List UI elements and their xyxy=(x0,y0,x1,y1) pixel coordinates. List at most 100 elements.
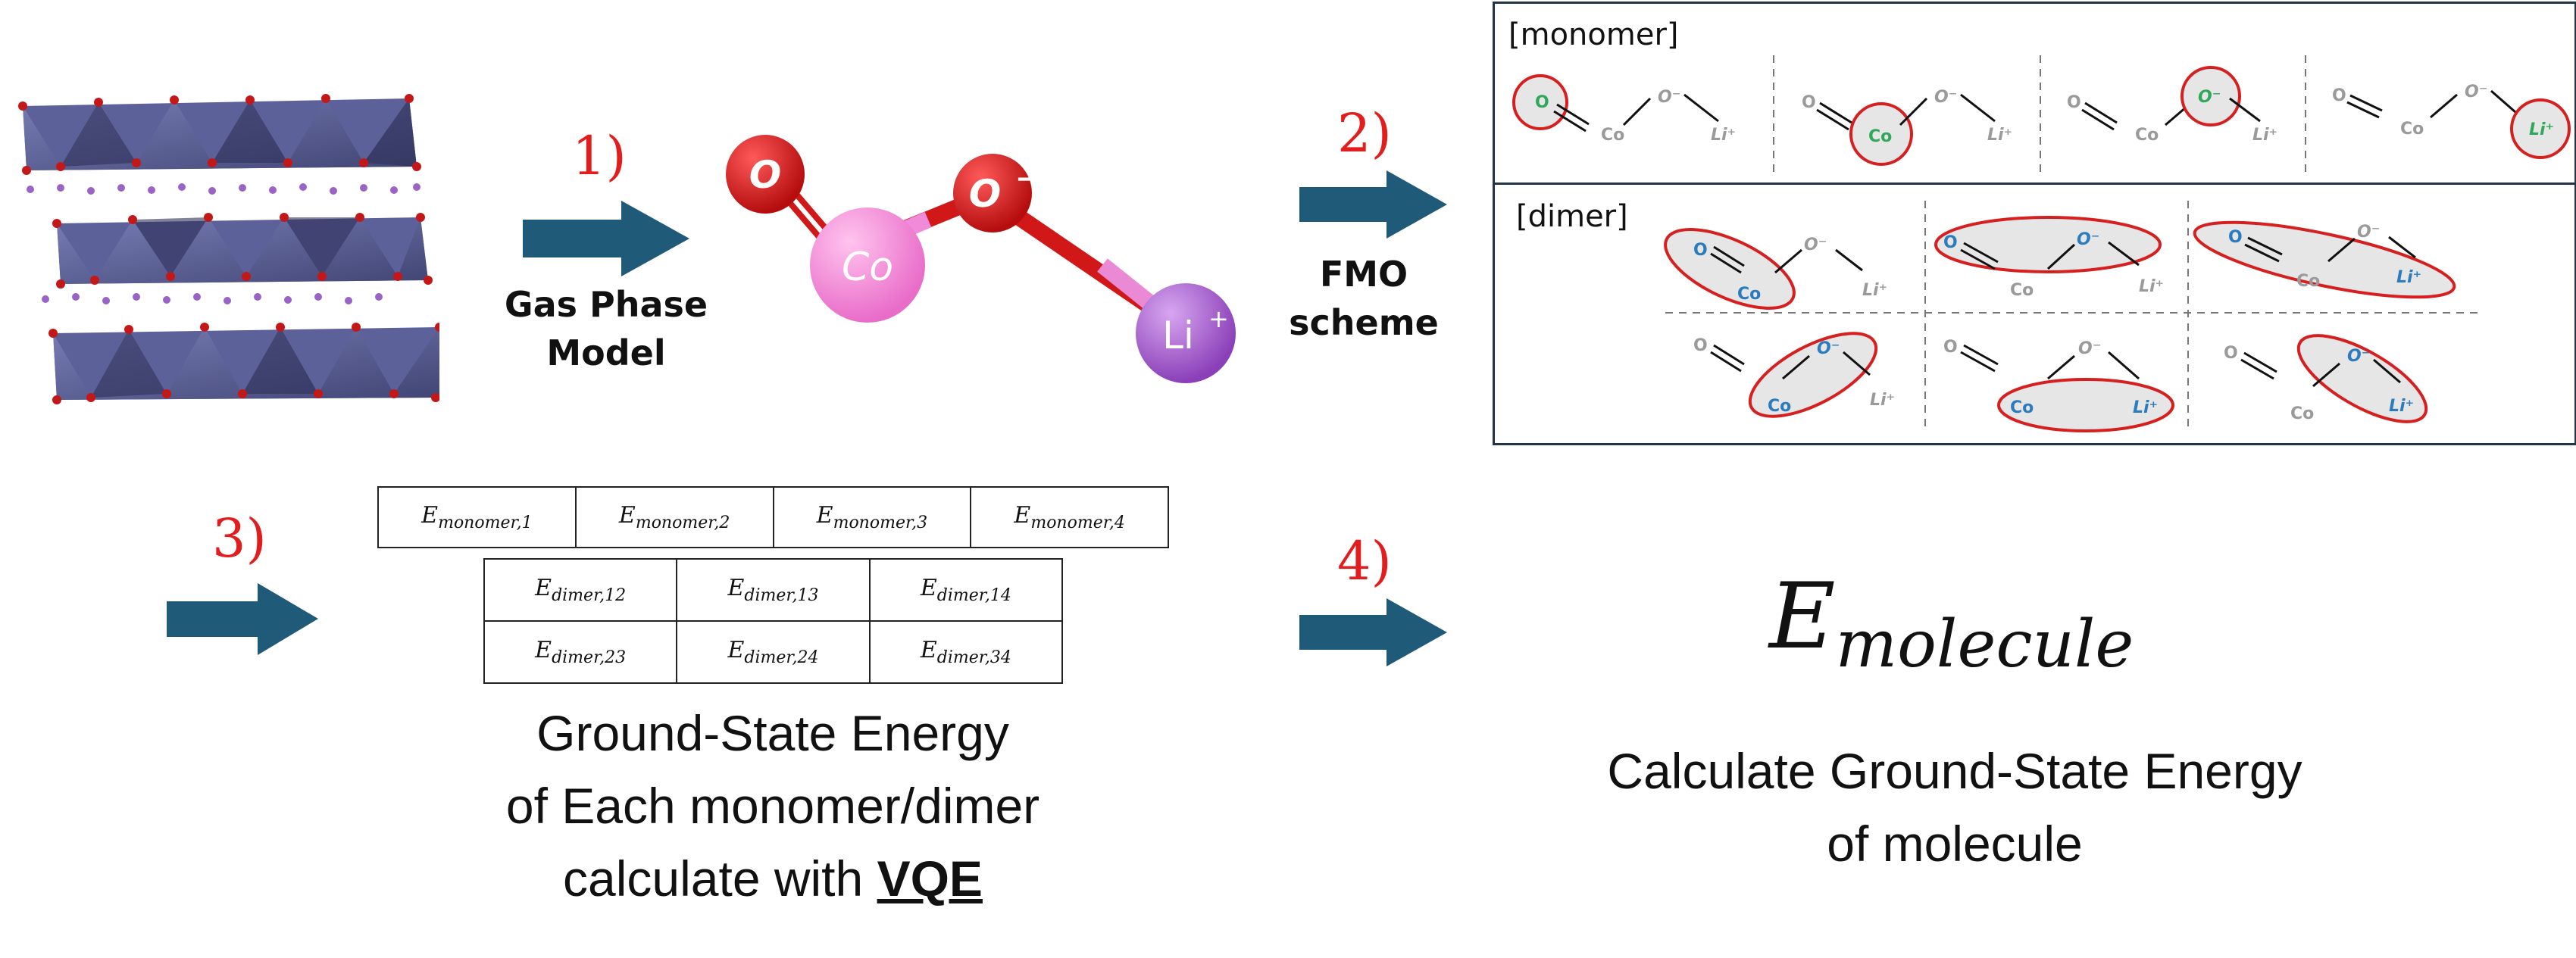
cobalt-atom xyxy=(810,208,925,323)
atom-o-label: O xyxy=(749,153,782,197)
dimer-fragments: O Co O⁻ Li⁺ O Co O⁻ Li⁺ xyxy=(1664,201,2480,432)
svg-text:O⁻: O⁻ xyxy=(1817,339,1840,358)
fmo-line2: scheme xyxy=(1289,302,1439,343)
ground-state-line1: Ground-State Energy xyxy=(536,705,1009,761)
dimer-24: O Co O⁻ Li⁺ xyxy=(1943,338,2174,432)
fmo-line1: FMO xyxy=(1319,254,1408,295)
energy-dimer-12: Edimer,12 xyxy=(483,558,678,622)
ground-state-description: Ground-State Energy of Each monomer/dime… xyxy=(424,697,1121,915)
energy-dimer-24: Edimer,24 xyxy=(676,620,871,684)
result-line2: of molecule xyxy=(1827,816,2083,872)
arrow-right-icon xyxy=(1299,598,1447,666)
step-2-label: 2) xyxy=(1337,102,1392,164)
svg-text:O: O xyxy=(1693,241,1708,260)
energy-monomer-3: Emonomer,3 xyxy=(772,486,972,548)
svg-text:Li⁺: Li⁺ xyxy=(1862,281,1887,300)
atom-co-label: Co xyxy=(842,245,893,290)
monomer-2: O Co O⁻ Li⁺ xyxy=(1802,88,2012,166)
svg-text:Co: Co xyxy=(1768,397,1791,416)
svg-text:Li⁺: Li⁺ xyxy=(2396,268,2421,287)
dimer-section-label: [dimer] xyxy=(1516,199,1628,234)
energy-dimer-34: Edimer,34 xyxy=(868,620,1064,684)
step-3-label: 3) xyxy=(212,507,267,569)
svg-text:O: O xyxy=(1943,338,1958,357)
svg-text:O⁻: O⁻ xyxy=(2347,347,2370,366)
step-4-label: 4) xyxy=(1337,530,1392,592)
ground-state-line3: calculate with VQE xyxy=(563,850,983,907)
svg-text:Li⁺: Li⁺ xyxy=(2139,277,2164,296)
svg-text:Co: Co xyxy=(2290,404,2314,423)
energy-dimer-13: Edimer,13 xyxy=(676,558,871,622)
atom-o-minus-label: O xyxy=(969,172,1002,216)
svg-text:Co: Co xyxy=(1737,285,1761,304)
gas-phase-line1: Gas Phase xyxy=(504,284,708,325)
dimer-12: O Co O⁻ Li⁺ xyxy=(1664,228,1887,310)
fmo-scheme-caption: FMO scheme xyxy=(1250,250,1477,347)
ground-state-line2: of Each monomer/dimer xyxy=(505,778,1040,834)
svg-text:Li⁺: Li⁺ xyxy=(2133,398,2158,417)
vqe-method: VQE xyxy=(877,850,983,907)
step-1-label: 1) xyxy=(572,125,627,187)
svg-text:Co: Co xyxy=(2010,281,2034,300)
svg-text:O⁻: O⁻ xyxy=(1934,88,1957,107)
svg-text:O: O xyxy=(1802,93,1816,112)
dimer-14: O Co O⁻ Li⁺ xyxy=(2193,220,2456,299)
svg-text:Li⁺: Li⁺ xyxy=(1870,391,1895,410)
oxygen-anion-atom xyxy=(953,154,1032,232)
layered-crystal-image xyxy=(18,94,439,404)
svg-text:Li⁺: Li⁺ xyxy=(1987,126,2012,145)
energy-monomer-1: Emonomer,1 xyxy=(377,486,577,548)
svg-text:Li⁺: Li⁺ xyxy=(2529,120,2554,139)
arrow-right-icon xyxy=(167,583,318,655)
gas-phase-line2: Model xyxy=(546,332,666,373)
lithium-atom xyxy=(1136,283,1236,383)
svg-text:O⁻: O⁻ xyxy=(1804,236,1827,254)
fmo-panel: [monomer] O Co O⁻ Li⁺ xyxy=(1493,2,2576,445)
monomer-4: O Co O⁻ Li⁺ xyxy=(2332,83,2571,159)
section-divider xyxy=(1495,183,2574,185)
svg-text:Co: Co xyxy=(1601,126,1624,145)
svg-text:−: − xyxy=(1015,164,1038,195)
atom-li-label: Li xyxy=(1162,314,1194,357)
svg-text:+: + xyxy=(1208,304,1229,333)
svg-text:O⁻: O⁻ xyxy=(2198,88,2221,107)
energy-monomer-4: Emonomer,4 xyxy=(970,486,1169,548)
svg-text:O⁻: O⁻ xyxy=(2077,230,2099,249)
oxygen-atom xyxy=(726,135,805,214)
monomer-section-label: [monomer] xyxy=(1508,17,1679,52)
svg-text:O: O xyxy=(2228,228,2243,247)
svg-text:O: O xyxy=(1943,233,1958,252)
svg-text:O: O xyxy=(2224,344,2238,363)
monomer-fragments: O Co O⁻ Li⁺ O Co O⁻ Li⁺ xyxy=(1512,55,2571,174)
gas-phase-caption: Gas Phase Model xyxy=(485,280,727,377)
dimer-23: O Co O⁻ Li⁺ xyxy=(1693,332,1895,418)
monomer-3: O Co O⁻ Li⁺ xyxy=(2067,66,2277,145)
svg-text:O: O xyxy=(2067,93,2081,112)
svg-text:Co: Co xyxy=(2296,272,2320,291)
dimer-energy-table: Edimer,12 Edimer,13 Edimer,14 Edimer,23 … xyxy=(483,558,1064,684)
svg-text:Li⁺: Li⁺ xyxy=(2389,397,2414,416)
svg-text:O⁻: O⁻ xyxy=(2078,339,2101,358)
molecule-energy-symbol: Emolecule xyxy=(1769,564,2134,682)
gas-phase-molecule: O Co O − Li + xyxy=(726,135,1236,383)
svg-text:O⁻: O⁻ xyxy=(2357,223,2380,242)
svg-text:O: O xyxy=(1535,93,1549,112)
arrow-right-icon xyxy=(1299,170,1447,239)
monomer-1: O Co O⁻ Li⁺ xyxy=(1512,74,1736,145)
svg-text:Li⁺: Li⁺ xyxy=(2252,126,2277,145)
svg-text:Co: Co xyxy=(2400,120,2424,139)
svg-text:Co: Co xyxy=(1868,127,1892,146)
svg-text:Li⁺: Li⁺ xyxy=(1711,126,1736,145)
dimer-13: O Co O⁻ Li⁺ xyxy=(1934,216,2164,300)
energy-monomer-2: Emonomer,2 xyxy=(574,486,774,548)
svg-text:O⁻: O⁻ xyxy=(2465,83,2487,101)
svg-text:Co: Co xyxy=(2010,398,2034,417)
svg-text:O: O xyxy=(2332,86,2346,105)
svg-text:Co: Co xyxy=(2135,126,2159,145)
svg-text:O⁻: O⁻ xyxy=(1658,88,1680,107)
energy-dimer-23: Edimer,23 xyxy=(483,620,678,684)
monomer-energy-table: Emonomer,1 Emonomer,2 Emonomer,3 Emonome… xyxy=(377,486,1169,548)
molecule-energy-description: Calculate Ground-State Energy of molecul… xyxy=(1515,735,2394,880)
energy-dimer-14: Edimer,14 xyxy=(868,558,1064,622)
dimer-34: O Co O⁻ Li⁺ xyxy=(2224,334,2428,423)
